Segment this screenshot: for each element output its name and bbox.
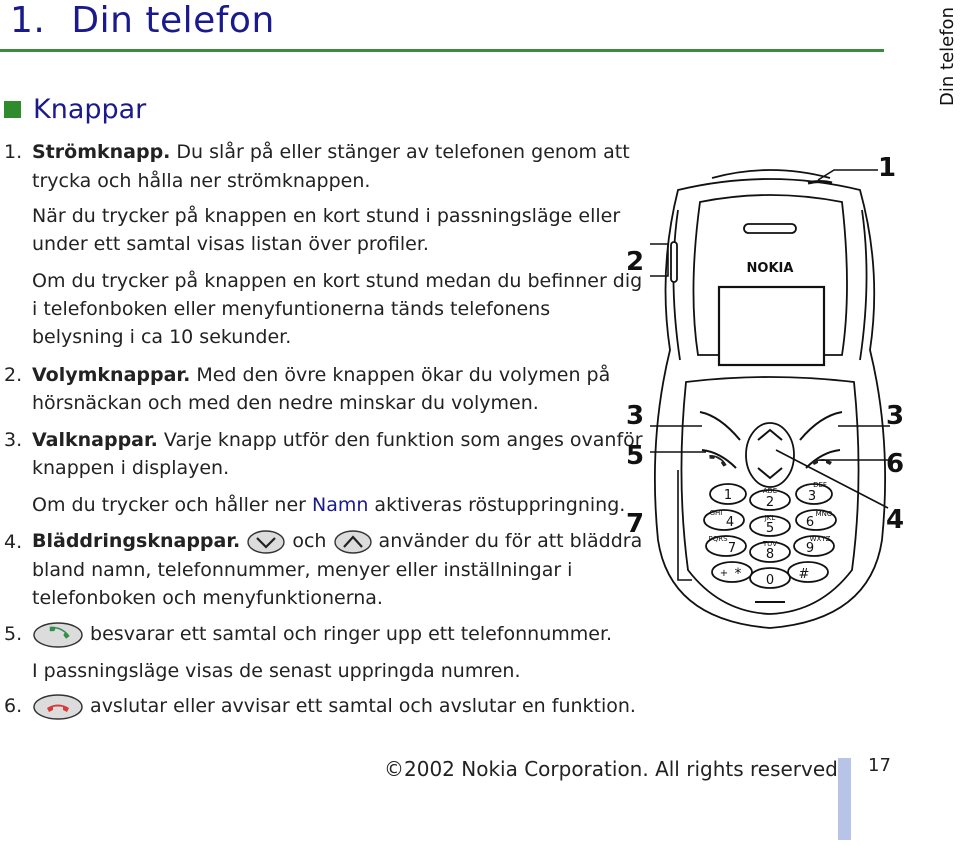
item-4-number: 4.	[4, 531, 23, 553]
item-1-line-1: Strömknapp. Du slår på eller stänger av …	[32, 140, 630, 164]
key-7-letters: PQRS	[708, 535, 728, 543]
key-2-letters: ABC	[763, 487, 777, 495]
item-3-line-1: Valknappar. Varje knapp utför den funkti…	[32, 428, 643, 452]
item-1-text-1: Du slår på eller stänger av telefonen ge…	[170, 141, 630, 163]
call-key-icon	[33, 621, 83, 648]
item-4-line-2: bland namn, telefonnummer, menyer eller …	[32, 559, 573, 581]
item-2-number: 2.	[4, 364, 23, 386]
phone-brand: NOKIA	[747, 261, 794, 276]
item-3-number: 3.	[4, 429, 23, 451]
callout-7: 7	[626, 509, 644, 539]
side-tab-label: Din telefon	[936, 6, 958, 106]
item-4-line-3: telefonboken och menyfunktionerna.	[32, 587, 383, 609]
footer-copyright: ©2002 Nokia Corporation. All rights rese…	[384, 757, 845, 781]
scroll-down-key-icon	[247, 529, 285, 554]
item-4-line-1: Bläddringsknappar. och använder du för a…	[32, 527, 642, 555]
side-tab: Din telefon	[934, 6, 960, 106]
callout-3-right: 3	[886, 401, 904, 431]
item-3-text-3b: aktiveras röstuppringning.	[368, 494, 626, 516]
chapter-number: 1.	[10, 0, 46, 41]
section-square-icon	[4, 101, 21, 118]
key-5-letters: JKL	[764, 514, 776, 522]
item-4-text-1: använder du för att bläddra	[378, 530, 643, 552]
item-3-line-2: knappen i displayen.	[32, 457, 230, 479]
key-0: 0	[766, 573, 774, 588]
key-1: 1	[724, 488, 732, 503]
item-5-number: 5.	[4, 623, 23, 645]
key-9: 9	[806, 541, 814, 556]
key-star: *	[735, 566, 742, 582]
item-2-line-1: Volymknappar. Med den övre knappen ökar …	[32, 363, 610, 387]
callout-6: 6	[886, 449, 904, 479]
item-3-term: Valknappar.	[32, 429, 158, 451]
item-6-number: 6.	[4, 695, 23, 717]
item-5-text-1: besvarar ett samtal och ringer upp ett t…	[90, 623, 613, 645]
title-rule	[0, 49, 884, 52]
section-title: Knappar	[33, 94, 147, 125]
callout-1: 1	[878, 153, 896, 183]
key-8: 8	[766, 547, 774, 562]
item-1-line-2: trycka och hålla ner strömknappen.	[32, 170, 371, 192]
item-5-line-2: I passningsläge visas de senast uppringd…	[32, 660, 521, 682]
item-1-line-3: När du trycker på knappen en kort stund …	[32, 205, 621, 227]
phone-call-key-glyph	[709, 454, 727, 467]
key-4-letters: GHI	[710, 509, 723, 517]
callout-2: 2	[626, 247, 644, 277]
callout-5: 5	[626, 441, 644, 471]
callout-4: 4	[886, 505, 904, 535]
phone-illustration: NOKIA 1 ABC 2 DEF 3 GHI 4 JKL 5 MNO 6 PQ…	[626, 153, 904, 629]
item-3-text-3a: Om du trycker och håller ner	[32, 494, 312, 516]
page-number: 17	[868, 755, 891, 776]
chapter-title-text: Din telefon	[71, 0, 275, 41]
key-star-plus: +	[720, 568, 728, 579]
item-4-och: och	[292, 530, 327, 552]
item-1-line-4: under ett samtal visas listan över profi…	[32, 233, 429, 255]
item-4-term: Bläddringsknappar.	[32, 530, 241, 552]
item-1-line-5: Om du trycker på knappen en kort stund m…	[32, 270, 643, 292]
namn-softkey-label: Namn	[311, 494, 369, 516]
key-2: 2	[766, 495, 774, 510]
key-3-letters: DEF	[813, 481, 827, 489]
callout-3-left: 3	[626, 401, 644, 431]
section-heading: Knappar	[4, 94, 146, 125]
item-2-line-2: hörsnäckan och med den nedre minskar du …	[32, 392, 539, 414]
key-7: 7	[728, 541, 736, 556]
scroll-up-key-icon	[333, 529, 372, 554]
footer-bar	[838, 758, 851, 840]
item-1-line-6: i telefonboken eller menyfuntionerna tän…	[32, 298, 551, 320]
item-3-line-3: Om du trycker och håller ner Namn aktive…	[32, 493, 625, 517]
item-5-line-1: besvarar ett samtal och ringer upp ett t…	[32, 619, 612, 649]
key-4: 4	[726, 515, 734, 530]
key-9-letters: WXYZ	[810, 535, 831, 543]
key-8-letters: TUV	[762, 540, 777, 548]
item-1-number: 1.	[4, 141, 23, 163]
item-2-term: Volymknappar.	[32, 364, 191, 386]
item-6-text-1: avslutar eller avvisar ett samtal och av…	[90, 695, 636, 717]
item-3-text-1: Varje knapp utför den funktion som anges…	[157, 429, 643, 451]
item-6-line-1: avslutar eller avvisar ett samtal och av…	[32, 691, 636, 721]
key-6-letters: MNO	[816, 510, 833, 518]
item-2-text-1: Med den övre knappen ökar du volymen på	[190, 364, 611, 386]
key-3: 3	[808, 489, 816, 504]
key-5: 5	[766, 521, 774, 536]
chapter-title: 1. Din telefon	[10, 0, 275, 41]
key-hash: #	[799, 567, 810, 582]
end-key-icon	[33, 693, 83, 720]
key-6: 6	[806, 515, 814, 530]
item-1-term: Strömknapp.	[32, 141, 171, 163]
item-1-line-7: belysning i ca 10 sekunder.	[32, 326, 292, 348]
